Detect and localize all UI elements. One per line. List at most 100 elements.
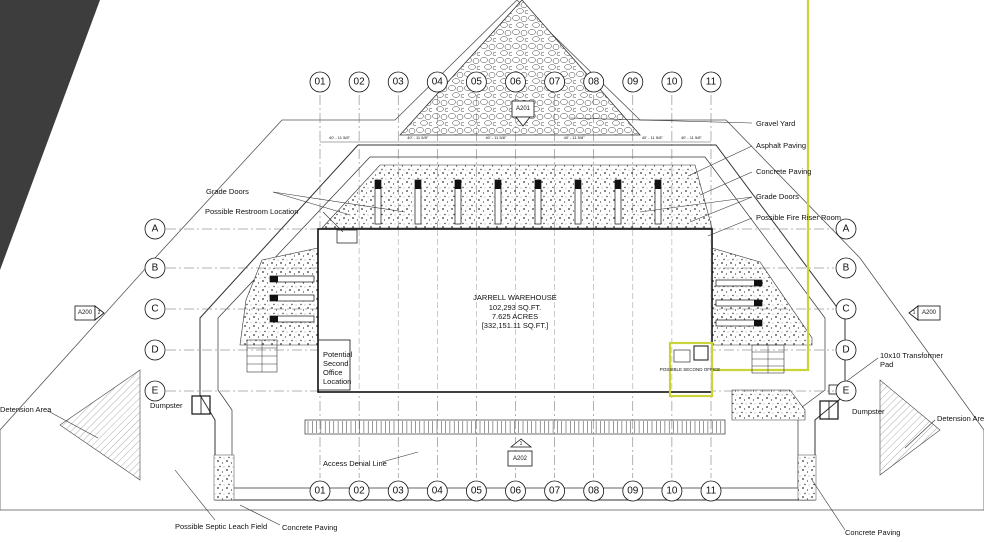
svg-text:02: 02 (354, 77, 366, 88)
grid-bubble-col-04: 04 (426, 71, 448, 93)
grid-bubble-row-C: C (835, 298, 857, 320)
grid-bubble-row-D: D (144, 339, 166, 361)
parking-lot-south (304, 419, 726, 435)
grid-bubble-col-09: 09 (622, 480, 644, 502)
svg-text:08: 08 (588, 486, 600, 497)
office-label-4: Location (323, 377, 351, 386)
section-ref-top: A201 (511, 100, 535, 127)
svg-text:C: C (151, 304, 158, 315)
svg-text:08: 08 (588, 77, 600, 88)
grade-doors (374, 179, 662, 225)
dimension-label: 40' - 11 5/8" (681, 135, 703, 140)
truck-cab (375, 180, 381, 189)
truck-cab (270, 295, 278, 301)
septic-leach-field (213, 454, 235, 501)
truck-cab (415, 180, 421, 189)
svg-text:04: 04 (432, 77, 444, 88)
svg-text:05: 05 (471, 77, 483, 88)
label-transformer-1: 10x10 Transformer (880, 351, 943, 360)
truck-cab (575, 180, 581, 189)
label-transformer-2: Pad (880, 360, 893, 369)
svg-text:A201: A201 (516, 106, 531, 112)
grid-bubble-row-B: B (835, 257, 857, 279)
grid-bubble-row-E: E (144, 380, 166, 402)
label-concrete-paving-bl: Concrete Paving (282, 523, 337, 532)
svg-text:1: 1 (913, 310, 916, 316)
grid-bubble-col-05: 05 (465, 480, 487, 502)
truck-cab (615, 180, 621, 189)
svg-text:07: 07 (549, 486, 561, 497)
grid-bubble-col-11: 11 (700, 71, 722, 93)
label-access-denial: Access Denial Line (323, 459, 387, 468)
svg-text:2: 2 (98, 310, 101, 316)
landscape-area-southeast (731, 389, 806, 421)
leader-lines (47, 117, 936, 531)
dimension-label: 40' - 11 5/8" (485, 135, 507, 140)
grid-bubble-row-A: A (144, 218, 166, 240)
warehouse-building (317, 228, 713, 393)
grid-bubble-col-06: 06 (505, 71, 526, 93)
label-dumpster-right: Dumpster (852, 407, 885, 416)
second-office-box (317, 339, 351, 391)
dimension-label: 40' - 11 5/8" (329, 135, 351, 140)
side-truck-docks (269, 275, 763, 327)
grid-bubble-row-E: E (835, 380, 857, 402)
truck-cab (455, 180, 461, 189)
septic-area-right (797, 454, 817, 501)
svg-text:11: 11 (706, 77, 717, 88)
svg-text:D: D (151, 345, 158, 356)
svg-text:A: A (843, 224, 850, 235)
grid-bubble-row-C: C (144, 298, 166, 320)
svg-text:B: B (152, 263, 159, 274)
svg-text:02: 02 (354, 486, 366, 497)
office-room-2 (693, 345, 709, 361)
label-asphalt-paving: Asphalt Paving (756, 141, 806, 150)
svg-text:E: E (843, 386, 850, 397)
grid-bubble-col-01: 01 (309, 71, 331, 93)
truck-cab (754, 320, 762, 326)
grid-bubble-row-D: D (835, 339, 857, 361)
site-area-sqft: [332,151.11 SQ.FT.] (482, 321, 549, 330)
highlight-boundary-line (712, 0, 810, 372)
grid-bubble-col-07: 07 (544, 480, 565, 502)
svg-text:09: 09 (627, 77, 639, 88)
dimension-label: 40' - 11 5/8" (564, 135, 586, 140)
svg-text:1: 1 (520, 441, 523, 447)
grid-bubble-col-06: 06 (505, 480, 526, 502)
svg-text:10: 10 (666, 486, 678, 497)
office-small-label: POSSIBLE SECOND OFFICE (660, 367, 721, 372)
svg-text:07: 07 (549, 77, 561, 88)
svg-text:D: D (842, 345, 849, 356)
grid-bubble-col-02: 02 (348, 71, 370, 93)
label-grade-doors-left: Grade Doors (206, 187, 249, 196)
label-grade-doors-right: Grade Doors (756, 192, 799, 201)
building-name: JARRELL WAREHOUSE (473, 293, 557, 302)
label-fire-riser: Possible Fire Riser Room (756, 213, 841, 222)
svg-text:C: C (842, 304, 849, 315)
grid-bubbles: 0101020203030404050506060707080809091010… (144, 71, 857, 502)
dimension-label: 40' - 11 5/8" (642, 135, 664, 140)
truck-cab (535, 180, 541, 189)
grid-bubble-row-A: A (835, 218, 857, 240)
label-concrete-paving-br: Concrete Paving (845, 528, 900, 537)
grid-bubble-col-08: 08 (583, 480, 605, 502)
grid-bubble-col-07: 07 (544, 71, 565, 93)
parking-stalls (307, 421, 722, 433)
truck-cab (270, 316, 278, 322)
svg-text:E: E (152, 386, 159, 397)
label-restroom: Possible Restroom Location (205, 207, 298, 216)
grid-bubble-col-09: 09 (622, 71, 644, 93)
grid-bubble-row-B: B (144, 257, 166, 279)
svg-text:A202: A202 (513, 456, 528, 462)
stall-table-west (246, 339, 278, 373)
office-room-1 (673, 349, 691, 363)
svg-text:A200: A200 (922, 310, 937, 316)
label-septic: Possible Septic Leach Field (175, 522, 267, 531)
section-ref-bottom: A202 1 (507, 438, 533, 467)
label-gravel-yard: Gravel Yard (756, 119, 795, 128)
svg-text:05: 05 (471, 486, 483, 497)
label-dumpster-left: Dumpster (150, 401, 183, 410)
truck-cab (754, 280, 762, 286)
